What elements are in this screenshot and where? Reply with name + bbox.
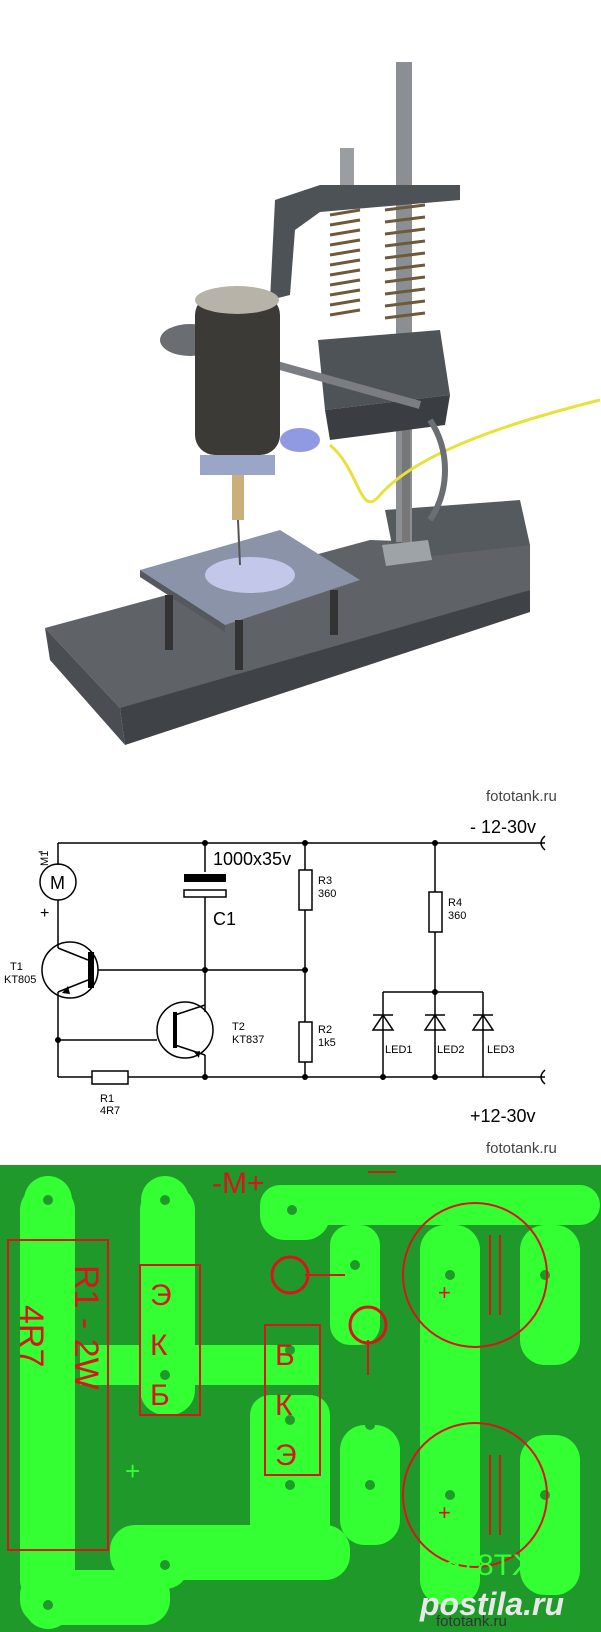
t1-name: T1 xyxy=(10,961,23,973)
pcb-left-pin-e: Э xyxy=(150,1279,172,1312)
led3-label: LED3 xyxy=(487,1044,515,1056)
pcb-minus-top: — xyxy=(368,1165,396,1185)
r4-value: 360 xyxy=(448,910,466,922)
resistor-outline xyxy=(7,1239,109,1551)
svg-text:M: M xyxy=(50,873,65,893)
r2-name: R2 xyxy=(318,1024,332,1036)
r2-value: 1k5 xyxy=(318,1037,336,1049)
pcb-cap-plus-bottom: + xyxy=(438,1500,451,1525)
drill-press-illustration xyxy=(45,62,601,745)
transistor-right-outline xyxy=(264,1324,321,1476)
watermark-pcb: fototank.ru xyxy=(436,1613,507,1630)
r3-value: 360 xyxy=(318,888,336,900)
pcb-plus-bottom: + xyxy=(125,1456,140,1486)
motor-name: M1 xyxy=(39,851,51,866)
capacitor-value: 1000x35v xyxy=(213,849,291,869)
r4-name: R4 xyxy=(448,897,462,909)
pcb-minus-bottom: - xyxy=(430,1496,439,1526)
pcb-layout: -M+ — R1 - 2W 4R7 Э К Б Б К Э + + + - KT… xyxy=(0,1165,601,1632)
t2-part: KT837 xyxy=(232,1034,264,1046)
motor-plus: + xyxy=(40,905,49,922)
led1-label: LED1 xyxy=(385,1044,413,1056)
pcb-resistor-value: 4R7 xyxy=(12,1305,50,1367)
r1-value: 4R7 xyxy=(100,1105,120,1117)
pcb-cap-plus-top: + xyxy=(438,1280,451,1305)
pcb-resistor-label: R1 - 2W xyxy=(67,1265,105,1390)
capacitor-plate-icon xyxy=(184,874,226,882)
pcb-transistor-mark: KT816 xyxy=(444,1549,532,1582)
capacitor-name: C1 xyxy=(213,909,236,929)
led2-label: LED2 xyxy=(437,1044,465,1056)
t2-name: T2 xyxy=(232,1021,245,1033)
schematic-drawing: M - 12-30v +12-30v 1000x35v C1 M1 + - T1… xyxy=(4,817,546,1126)
pcb-motor-label: -M+ xyxy=(212,1167,265,1200)
transistor-left-outline xyxy=(139,1264,201,1416)
supply-negative-label: - 12-30v xyxy=(470,817,536,837)
supply-positive-label: +12-30v xyxy=(470,1106,536,1126)
pcb-right-pin-e: Э xyxy=(275,1439,297,1472)
r1-name: R1 xyxy=(100,1093,114,1105)
pcb-right-pin-b: Б xyxy=(275,1339,295,1372)
drill-press-photo xyxy=(0,0,601,800)
circuit-schematic: fototank.ru fototank.ru xyxy=(0,788,601,1165)
capacitor-top-outline xyxy=(402,1202,548,1348)
motor-minus: - xyxy=(38,843,43,860)
pcb-left-pin-k: К xyxy=(150,1329,168,1362)
capacitor-bottom-outline xyxy=(402,1422,548,1568)
watermark-bottom: fototank.ru xyxy=(486,1140,557,1157)
r3-name: R3 xyxy=(318,875,332,887)
t1-part: KT805 xyxy=(4,974,36,986)
pcb-right-pin-k: К xyxy=(275,1389,293,1422)
pcb-left-pin-b: Б xyxy=(150,1379,170,1412)
watermark-top: fototank.ru xyxy=(486,788,557,805)
pcb-drawing: -M+ — R1 - 2W 4R7 Э К Б Б К Э + + + - KT… xyxy=(7,1165,600,1629)
postila-logo: postila.ru xyxy=(419,1586,564,1622)
